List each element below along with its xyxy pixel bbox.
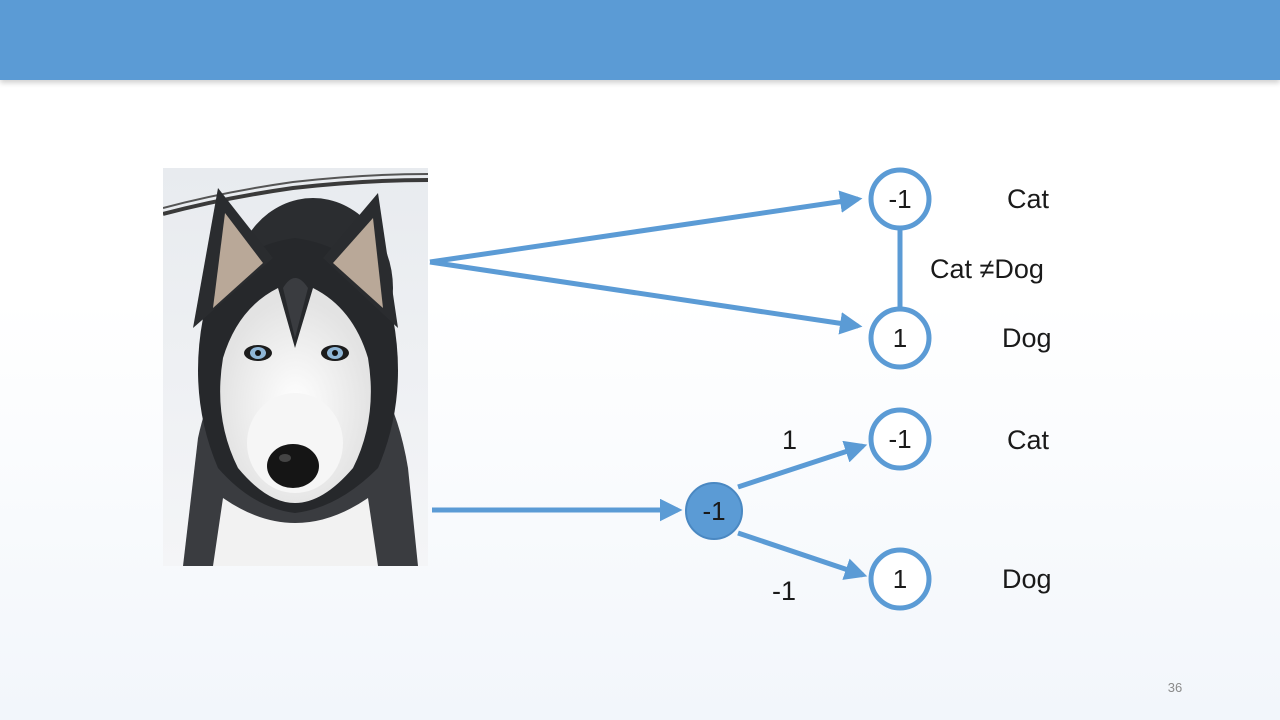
hidden-node-value: -1 bbox=[702, 496, 726, 526]
weight-bottom: -1 bbox=[772, 576, 797, 606]
title-bar bbox=[0, 0, 1280, 80]
bottom-node-cat-value: -1 bbox=[888, 424, 912, 454]
weight-top: 1 bbox=[782, 425, 798, 455]
bottom-node-dog bbox=[868, 547, 932, 611]
top-label-dog: Dog bbox=[1002, 323, 1052, 353]
top-node-dog bbox=[868, 306, 932, 370]
constraint-label: Cat ≠Dog bbox=[930, 254, 1044, 284]
arrow-hidden-to-cat bbox=[737, 440, 868, 490]
top-label-cat: Cat bbox=[1007, 184, 1050, 214]
bottom-label-dog: Dog bbox=[1002, 564, 1052, 594]
hidden-node bbox=[685, 482, 743, 540]
page-number: 36 bbox=[1167, 680, 1183, 695]
bottom-label-cat: Cat bbox=[1007, 425, 1050, 455]
arrow-hidden-to-dog bbox=[737, 530, 868, 580]
husky-photo bbox=[163, 168, 428, 566]
top-node-dog-value: 1 bbox=[892, 323, 908, 353]
arrow-to-bottom-node bbox=[429, 259, 863, 335]
bottom-node-dog-value: 1 bbox=[892, 564, 908, 594]
arrow-to-top-node bbox=[429, 190, 863, 265]
bottom-node-cat bbox=[868, 407, 932, 471]
top-node-cat bbox=[868, 167, 932, 231]
top-node-cat-value: -1 bbox=[888, 184, 912, 214]
